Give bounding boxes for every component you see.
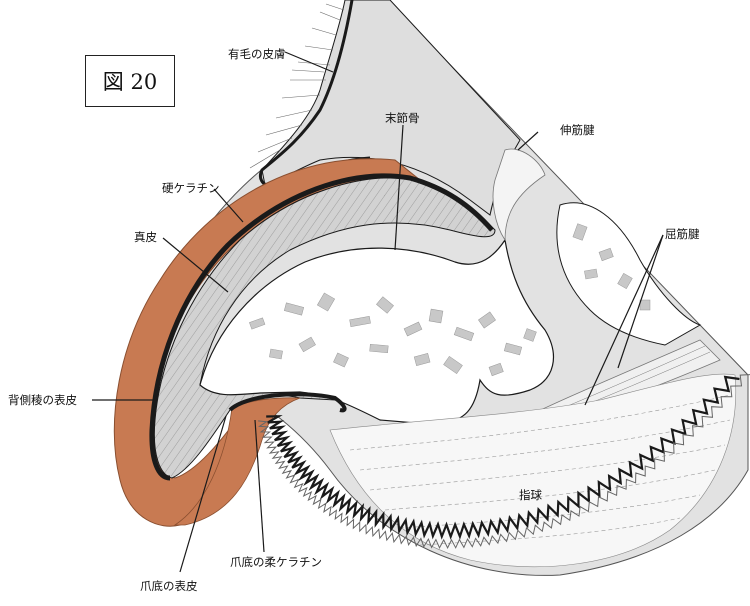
label-sole-soft-keratin: 爪底の柔ケラチン — [230, 555, 322, 569]
middle-phalanx-bone — [556, 202, 702, 346]
label-digital-pad: 指球 — [519, 488, 542, 502]
keratin-inner-line — [149, 173, 494, 481]
label-hard-keratin: 硬ケラチン — [162, 181, 220, 195]
pad-epidermis-wave — [266, 375, 740, 540]
pad-epidermis-outer-wave — [257, 374, 750, 550]
sole-inner-line — [228, 392, 347, 413]
leader-lines — [92, 51, 664, 573]
label-dorsal-epidermis: 背側稜の表皮 — [8, 393, 77, 407]
label-sole-epidermis: 爪底の表皮 — [140, 579, 198, 593]
label-distal-phalanx: 末節骨 — [385, 111, 420, 125]
figure-title: 図 20 — [85, 55, 175, 107]
label-dermis: 真皮 — [134, 230, 157, 244]
distal-phalanx-bone — [199, 238, 554, 426]
middle-phalanx-pattern — [572, 223, 651, 311]
digital-pad-region — [329, 373, 736, 567]
sole-keratin-band — [173, 397, 301, 526]
cancellous-bone-pattern — [249, 292, 537, 377]
hair-strands — [249, 3, 345, 169]
label-hairy-skin: 有毛の皮膚 — [228, 47, 286, 61]
label-extensor-tendon: 伸筋腱 — [560, 123, 595, 137]
label-flexor-tendon: 屈筋腱 — [665, 227, 700, 241]
extensor-tendon-shape — [492, 148, 546, 242]
